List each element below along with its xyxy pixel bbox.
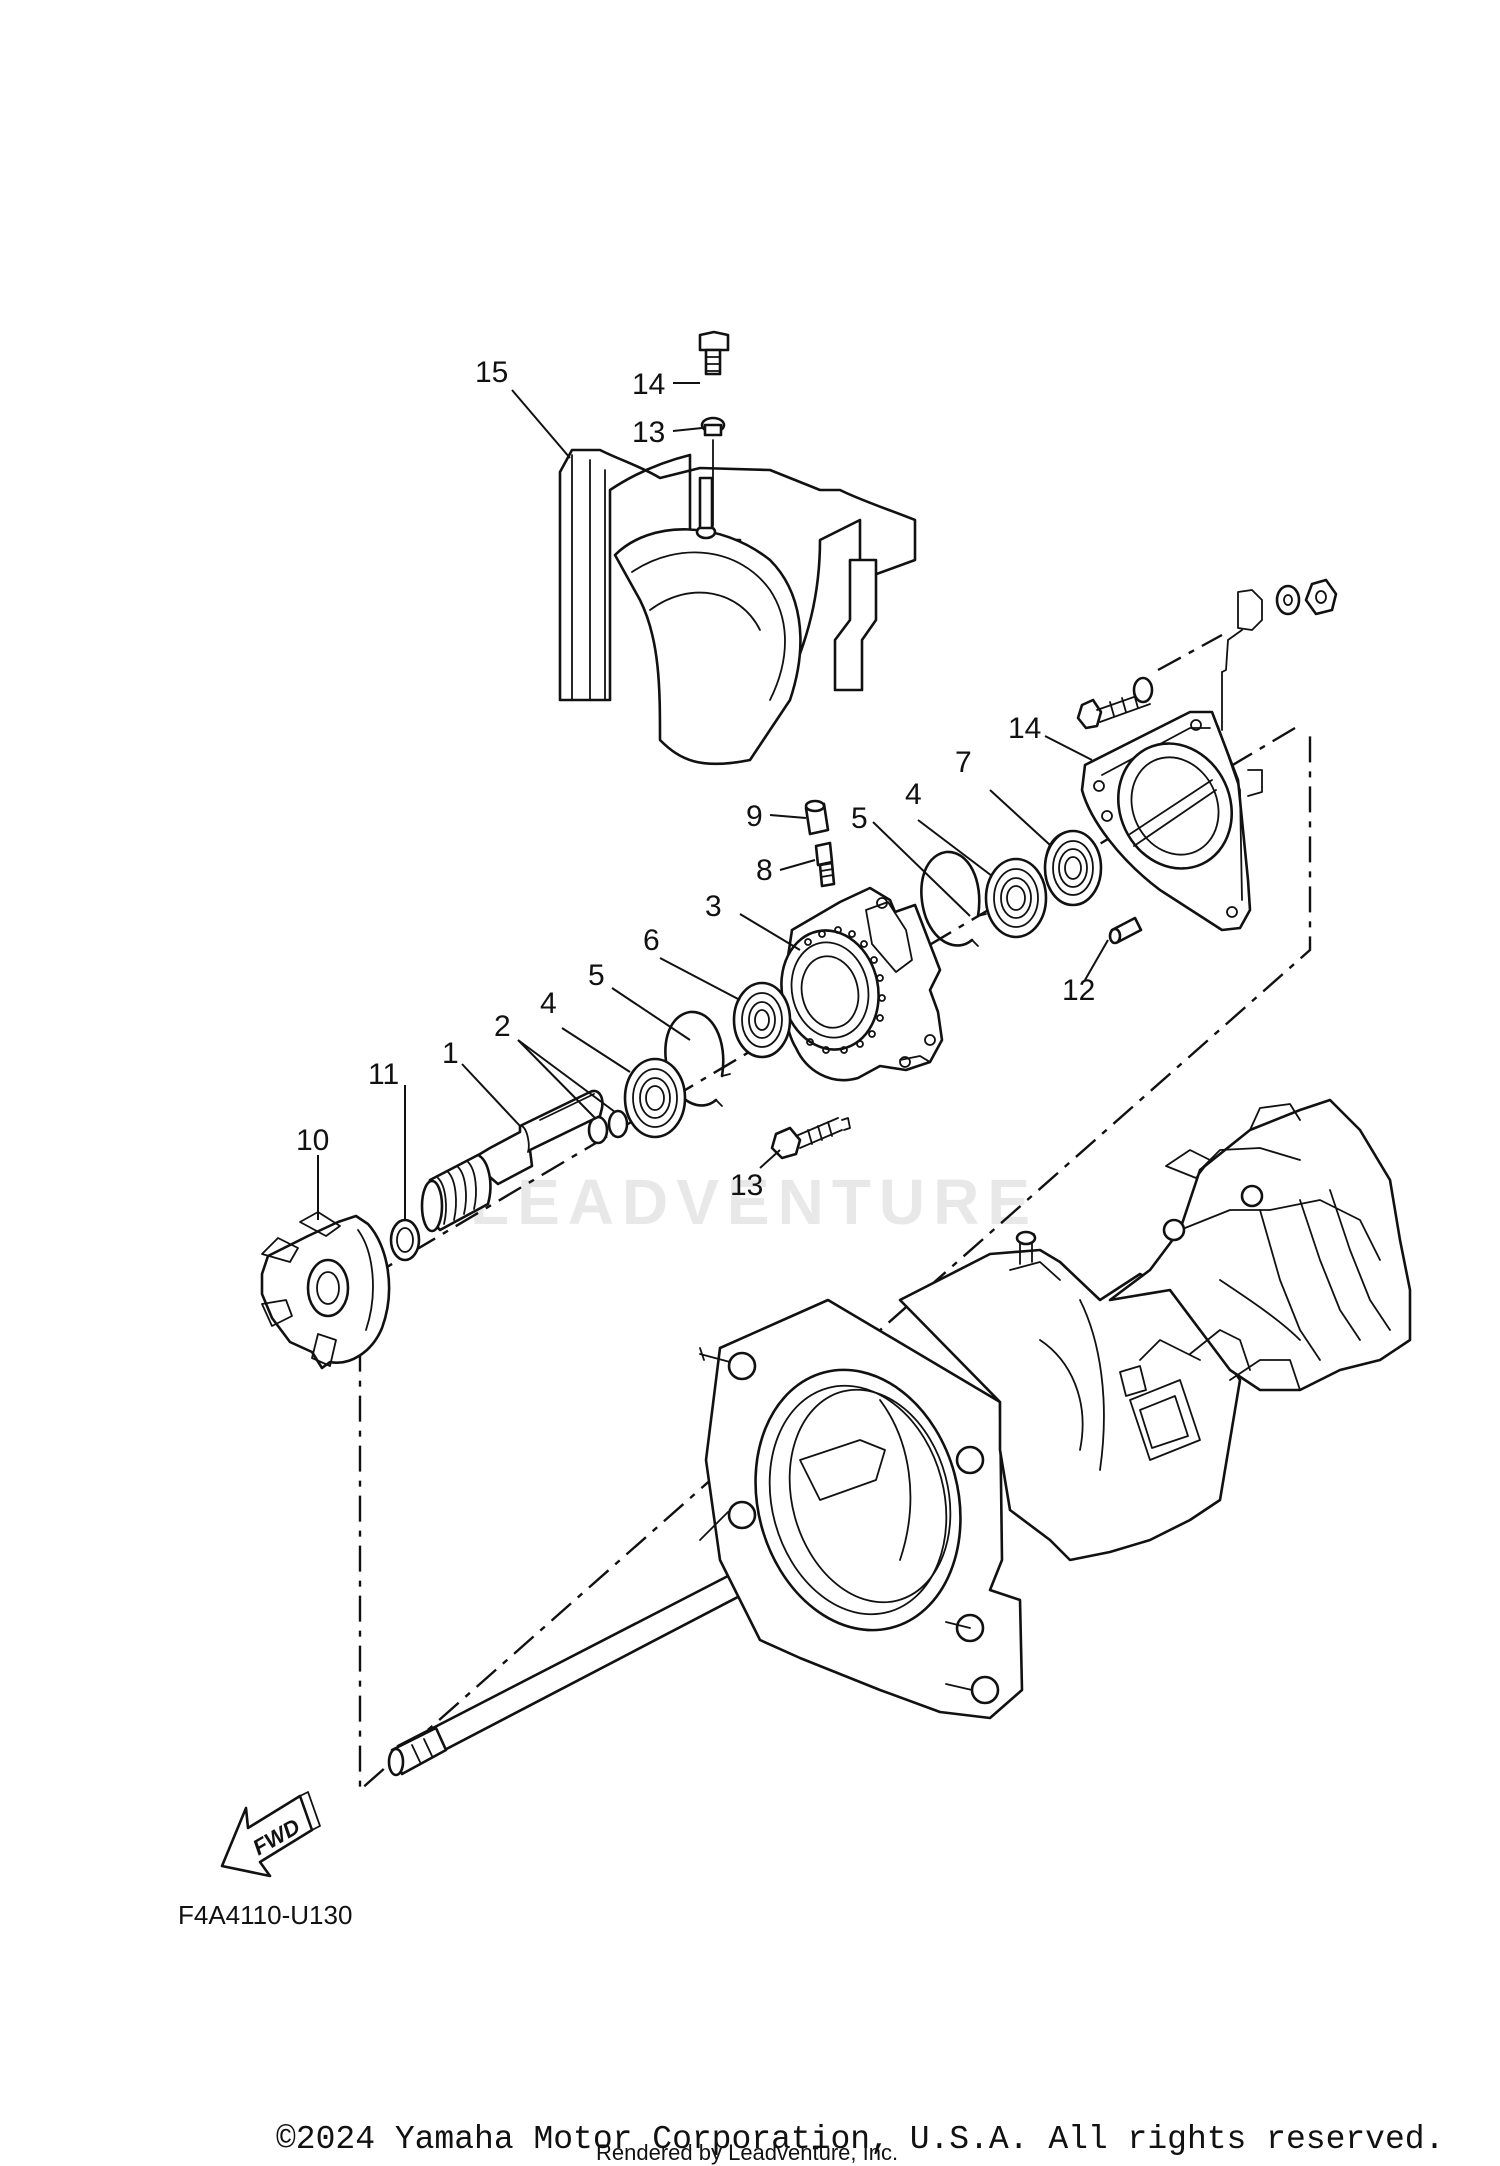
- jet-pump-housing[interactable]: [699, 1098, 1412, 1720]
- part-14-pump-housing[interactable]: [1080, 710, 1263, 932]
- part-1-impeller-shaft[interactable]: [420, 1089, 604, 1233]
- callout-4-lower: 4: [540, 987, 557, 1020]
- callout-14: 14: [1008, 712, 1041, 745]
- part-4-bearing-lower[interactable]: [623, 1057, 687, 1139]
- render-note: Rendered by Leadventure, Inc.: [596, 2140, 898, 2165]
- part-5-circlip-lower[interactable]: [664, 1010, 731, 1107]
- callout-12: 12: [1062, 974, 1095, 1007]
- part-8-grease-nipple[interactable]: [814, 841, 836, 888]
- part-16-bolt[interactable]: [698, 330, 730, 376]
- part-7-bearing[interactable]: [1043, 829, 1103, 907]
- part-14-bolt: [1076, 676, 1154, 730]
- callout-3: 3: [705, 890, 722, 923]
- callout-13: 13: [730, 1169, 763, 1202]
- callout-7: 7: [955, 746, 972, 779]
- callout-5-upper: 5: [851, 802, 868, 835]
- part-4-bearing-upper[interactable]: [984, 857, 1048, 939]
- callout-9: 9: [746, 800, 763, 833]
- callout-15: 13: [632, 416, 665, 449]
- part-17-duct-cover[interactable]: [558, 448, 917, 766]
- part-15-washer[interactable]: [700, 416, 726, 437]
- part-12-dowel-pin[interactable]: [1108, 916, 1143, 945]
- part-3-bearing-housing[interactable]: [771, 886, 944, 1082]
- part-6-bearing[interactable]: [732, 981, 792, 1059]
- part-2-o-rings[interactable]: [587, 1109, 629, 1145]
- callout-10: 10: [296, 1124, 329, 1157]
- part-11-spacer[interactable]: [389, 1218, 421, 1262]
- fwd-arrow-icon: FWD: [220, 1791, 321, 1878]
- watermark-text: LEADVENTURE: [470, 1166, 1038, 1238]
- callout-16: 14: [632, 368, 665, 401]
- callout-8: 8: [756, 854, 773, 887]
- part-13-bolt[interactable]: [770, 1117, 851, 1160]
- callout-1: 1: [442, 1037, 459, 1070]
- upper-right-hardware: [1157, 578, 1338, 731]
- part-10-coupler[interactable]: [260, 1211, 391, 1370]
- callout-2: 2: [494, 1010, 511, 1043]
- callout-4-upper: 4: [905, 778, 922, 811]
- callout-6: 6: [643, 924, 660, 957]
- figure-code: F4A4110-U130: [178, 1900, 352, 1930]
- part-9-cap[interactable]: [804, 799, 830, 836]
- copyright-notice: ©2024 Yamaha Motor Corporation, U.S.A. A…: [276, 2121, 1444, 2158]
- callout-11: 11: [368, 1058, 399, 1091]
- callout-17: 15: [475, 356, 508, 389]
- leader-lines: [317, 382, 1109, 1220]
- callout-5-lower: 5: [588, 959, 605, 992]
